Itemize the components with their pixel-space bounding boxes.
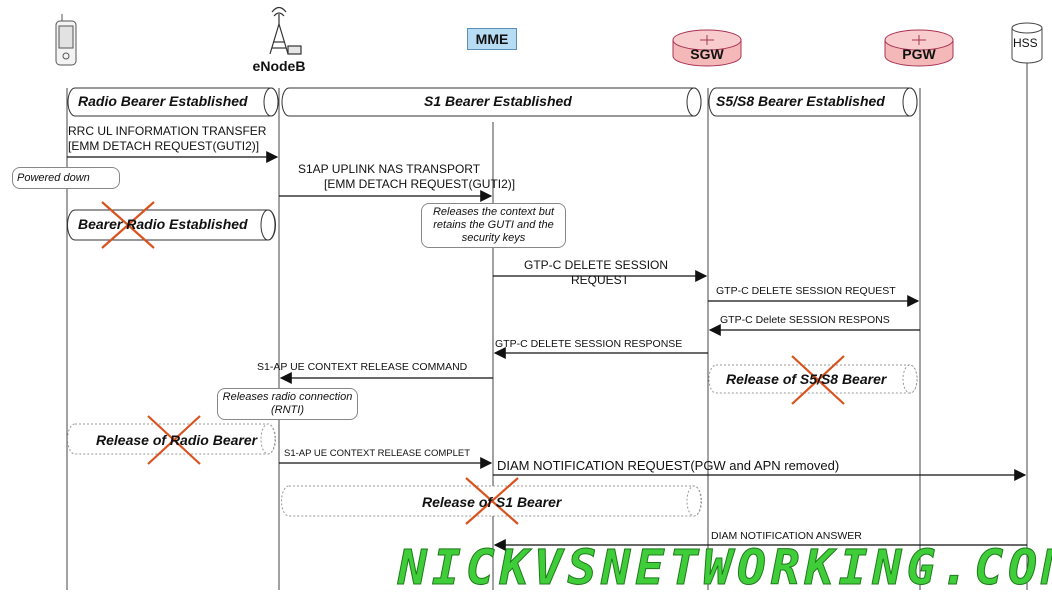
sgw-router-icon: [672, 29, 742, 67]
gtpc-req-mme-label-2: REQUEST: [571, 273, 630, 287]
release-s5s8-bearer: Release of S5/S8 Bearer: [726, 371, 887, 387]
cross-icon: [791, 355, 845, 405]
sgw-label: SGW: [690, 46, 724, 62]
gtpc-resp-pgw-label: GTP-C Delete SESSION RESPONS: [720, 314, 890, 326]
hss-database-icon: [1011, 22, 1043, 64]
s1ap-ul-label-1: S1AP UPLINK NAS TRANSPORT: [298, 162, 481, 176]
watermark-logo: NICKVSNETWORKING.COM: [398, 540, 1052, 597]
s5s8-bearer-established: S5/S8 Bearer Established: [716, 93, 885, 109]
diam-answer-label: DIAM NOTIFICATION ANSWER: [711, 530, 862, 542]
lifelines: [66, 62, 1028, 590]
bearer-radio-established: Bearer Radio Established: [78, 216, 248, 232]
s1ap-release-cmd-label: S1-AP UE CONTEXT RELEASE COMMAND: [257, 361, 468, 373]
diam-request-label: DIAM NOTIFICATION REQUEST(PGW and APN re…: [497, 458, 840, 473]
antenna-tower-icon: [269, 6, 302, 55]
message-arrows: [67, 151, 1027, 551]
cross-icon: [147, 415, 201, 465]
pgw-label: PGW: [902, 46, 936, 62]
ue-phone-icon: [55, 14, 77, 66]
s1ap-release-complete-label: S1-AP UE CONTEXT RELEASE COMPLET: [284, 448, 471, 459]
release-s1-bearer: Release of S1 Bearer: [422, 494, 562, 510]
rrc-ul-label-1: RRC UL INFORMATION TRANSFER: [68, 124, 267, 138]
mme-release-context-note: Releases the context but retains the GUT…: [421, 203, 566, 248]
gtpc-req-sgw-label: GTP-C DELETE SESSION REQUEST: [716, 285, 896, 297]
gtpc-resp-sgw-label: GTP-C DELETE SESSION RESPONSE: [495, 338, 683, 350]
release-radio-bearer: Release of Radio Bearer: [96, 432, 258, 448]
rrc-ul-label-2: [EMM DETACH REQUEST(GUTI2)]: [68, 139, 260, 153]
radio-bearer-established: Radio Bearer Established: [78, 93, 248, 109]
gtpc-req-mme-label-1: GTP-C DELETE SESSION: [524, 258, 669, 272]
enodeb-label: eNodeB: [252, 58, 306, 74]
hss-label: HSS: [1013, 36, 1038, 50]
mme-label: MME: [467, 28, 517, 50]
cross-icon: [465, 477, 519, 525]
cross-icon: [101, 201, 155, 249]
powered-down-note: Powered down: [12, 167, 120, 189]
pgw-router-icon: [884, 29, 954, 67]
s1-bearer-established: S1 Bearer Established: [424, 93, 572, 109]
cross-marks: [101, 201, 845, 525]
enb-release-radio-note: Releases radio connection (RNTI): [217, 388, 358, 420]
s1ap-ul-label-2: [EMM DETACH REQUEST(GUTI2)]: [324, 177, 516, 191]
